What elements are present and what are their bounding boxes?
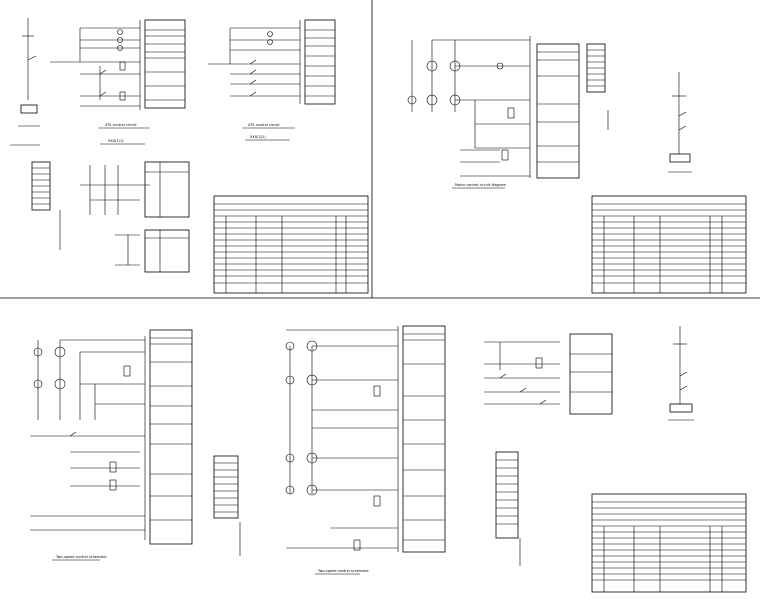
q1-caption-1-sub: XXX(1/1) [108,139,124,143]
q4-circuit [484,333,613,415]
q1-caption-1: ATS control circuit [105,123,137,127]
q4-terminal-block [495,451,521,566]
q3-terminal-block [213,455,241,556]
q1-caption-2-sub: XXX(2/2) [250,135,266,139]
q4-feeder [668,326,694,421]
q1-second-circuit [208,19,336,105]
q2-caption: Motor control circuit diagram [455,183,506,187]
q1-main-circuit [18,18,186,127]
q1-terminal-block [31,161,190,273]
q3-circuit: Two-speed control schematic [30,329,193,561]
q2-title-block [591,195,747,294]
q1-captions: ATS control circuit XXX(1/1) ATS control… [10,123,295,146]
q4-title-block [591,493,747,593]
q2-main-circuit: Motor control circuit diagram [407,36,609,189]
q3-second-circuit: Two-speed control schematic [285,325,446,575]
q3-caption: Two-speed control schematic [55,555,107,559]
q1-title-block [213,195,369,294]
q1-caption-2: ATS control circuit [248,123,280,127]
q3-caption-2: Two-speed control schematic [317,569,369,573]
q2-feeder [668,72,692,173]
